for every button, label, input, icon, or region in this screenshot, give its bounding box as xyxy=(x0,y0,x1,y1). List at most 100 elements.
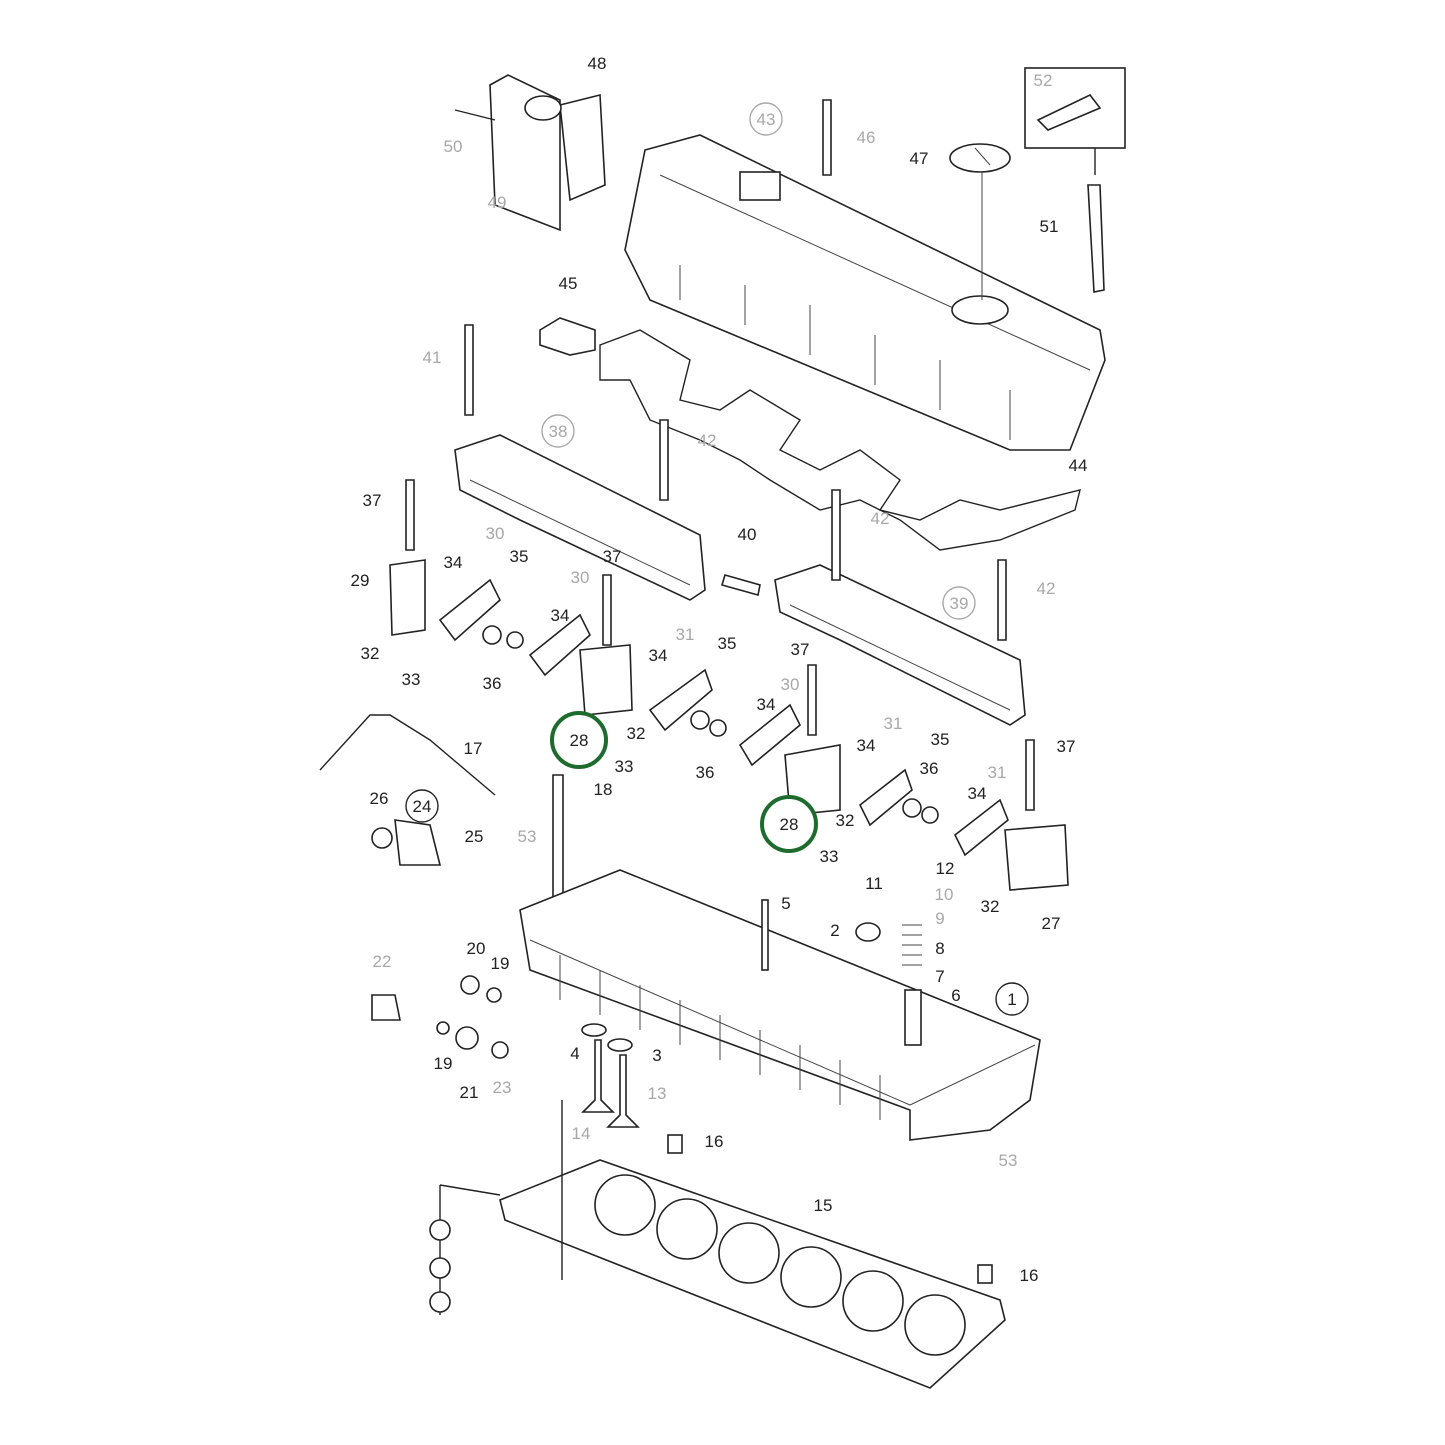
part-number-label: 42 xyxy=(871,509,890,528)
part-number-label: 50 xyxy=(444,137,463,156)
part-number-label: 2 xyxy=(830,921,839,940)
part-number-label: 22 xyxy=(373,952,392,971)
part-number-label: 24 xyxy=(413,797,432,816)
part-number-label: 34 xyxy=(968,784,987,803)
cylinder-bore xyxy=(718,1222,780,1284)
part-number-label: 23 xyxy=(493,1078,512,1097)
assembly-circle xyxy=(749,102,783,136)
gasket-thickness-callout xyxy=(429,1184,501,1315)
part-number-label: 34 xyxy=(857,736,876,755)
part-number-label: 46 xyxy=(857,128,876,147)
part-number-label: 33 xyxy=(402,670,421,689)
part-number-label: 37 xyxy=(1057,737,1076,756)
part-number-label: 15 xyxy=(814,1196,833,1215)
part-number-label: 43 xyxy=(757,110,776,129)
oil-filler-cap xyxy=(949,143,1011,300)
part-number-label: 13 xyxy=(648,1084,667,1103)
part-number-label: 31 xyxy=(884,714,903,733)
assembly-circle xyxy=(995,982,1029,1016)
part-number-label: 29 xyxy=(351,571,370,590)
assembly-circle xyxy=(942,586,976,620)
part-number-label: 30 xyxy=(486,524,505,543)
part-number-label: 42 xyxy=(1037,579,1056,598)
part-number-label: 32 xyxy=(361,644,380,663)
part-number-label: 34 xyxy=(757,695,776,714)
part-number-label: 31 xyxy=(676,625,695,644)
valve-cover xyxy=(624,134,1106,451)
rocker-bridge-rear xyxy=(774,564,1026,726)
part-number-label: 19 xyxy=(434,1054,453,1073)
part-number-label: 38 xyxy=(549,422,568,441)
part-number-label: 42 xyxy=(698,431,717,450)
part-number-label: 9 xyxy=(935,909,944,928)
highlight-circle xyxy=(550,711,608,769)
part-number-label: 1 xyxy=(1007,990,1016,1009)
part-number-label: 27 xyxy=(1042,914,1061,933)
cylinder-head xyxy=(519,869,1041,1141)
part-number-label: 48 xyxy=(588,54,607,73)
part-number-label: 31 xyxy=(988,763,1007,782)
part-number-label: 53 xyxy=(518,827,537,846)
assembly-circle xyxy=(541,414,575,448)
part-number-label: 7 xyxy=(935,967,944,986)
part-number-label: 52 xyxy=(1034,71,1053,90)
assembly-circle xyxy=(405,789,439,823)
part-number-label: 41 xyxy=(423,348,442,367)
part-number-label: 36 xyxy=(920,759,939,778)
cylinder-bore xyxy=(656,1198,718,1260)
part-number-label: 16 xyxy=(1020,1266,1039,1285)
valve-train xyxy=(581,899,993,1284)
part-number-label: 33 xyxy=(615,757,634,776)
part-number-label: 35 xyxy=(718,634,737,653)
valve-cover-gasket xyxy=(599,329,1081,551)
part-number-label: 19 xyxy=(491,954,510,973)
part-number-label: 10 xyxy=(935,885,954,904)
part-number-label: 44 xyxy=(1069,456,1088,475)
cam-bridge-block-small xyxy=(539,317,596,356)
part-number-label: 32 xyxy=(836,811,855,830)
bolts xyxy=(405,99,1035,906)
injector-and-sensors xyxy=(319,714,509,1059)
highlight-circle xyxy=(760,795,818,853)
part-number-label: 20 xyxy=(467,939,486,958)
head-gasket xyxy=(499,1159,1006,1389)
rocker-bridge-front xyxy=(454,434,706,601)
part-number-label: 34 xyxy=(551,606,570,625)
part-number-label: 51 xyxy=(1040,217,1059,236)
part-number-label: 17 xyxy=(464,739,483,758)
part-number-label: 21 xyxy=(460,1083,479,1102)
part-number-label: 32 xyxy=(981,897,1000,916)
cylinder-bore xyxy=(594,1174,656,1236)
part-number-label: 36 xyxy=(483,674,502,693)
cylinder-bore xyxy=(780,1246,842,1308)
part-number-label: 34 xyxy=(444,553,463,572)
part-number-label: 30 xyxy=(781,675,800,694)
part-number-label: 4 xyxy=(570,1044,579,1063)
part-number-label: 28 xyxy=(570,731,589,750)
part-number-label: 35 xyxy=(510,547,529,566)
part-number-label: 53 xyxy=(999,1151,1018,1170)
part-number-label: 8 xyxy=(935,939,944,958)
part-number-label: 37 xyxy=(603,547,622,566)
part-number-label: 37 xyxy=(791,640,810,659)
part-number-label: 28 xyxy=(780,815,799,834)
part-number-label: 39 xyxy=(950,594,969,613)
part-number-label: 47 xyxy=(910,149,929,168)
part-number-label: 12 xyxy=(936,859,955,878)
part-number-label: 18 xyxy=(594,780,613,799)
sealant-tube-box xyxy=(1024,67,1126,293)
part-number-label: 34 xyxy=(649,646,668,665)
part-number-label: 36 xyxy=(696,763,715,782)
part-number-label: 33 xyxy=(820,847,839,866)
cylinder-bore xyxy=(842,1270,904,1332)
part-number-label: 30 xyxy=(571,568,590,587)
part-number-label: 3 xyxy=(652,1046,661,1065)
part-number-label: 40 xyxy=(738,525,757,544)
part-number-label: 25 xyxy=(465,827,484,846)
part-number-label: 49 xyxy=(488,193,507,212)
breather-housing xyxy=(454,74,606,232)
part-number-label: 37 xyxy=(363,491,382,510)
